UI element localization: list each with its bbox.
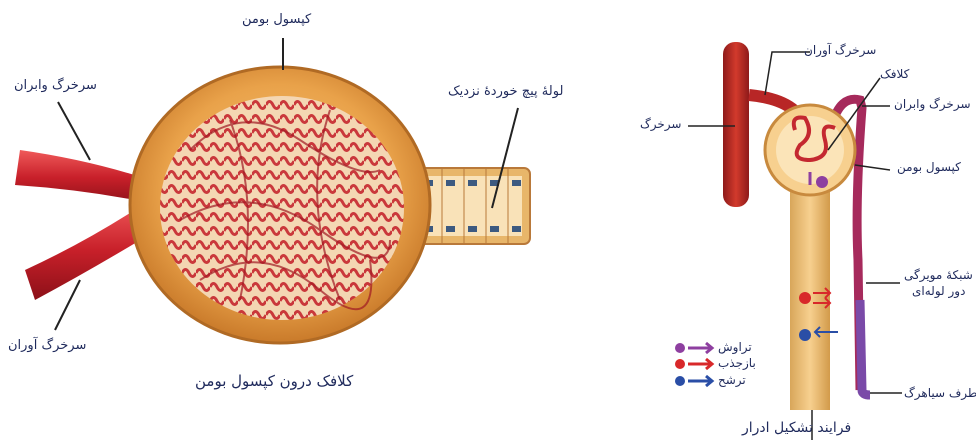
- label-proximal-tubule: لولهٔ پیچ خوردهٔ نزدیک: [448, 84, 563, 99]
- label-bowman-capsule-left: کپسول بومن: [242, 12, 311, 27]
- artery-shape: [723, 42, 749, 207]
- secretion-dot: [799, 329, 811, 341]
- caption-left: کلافک درون کپسول بومن: [195, 372, 353, 390]
- label-artery: سرخرگ: [640, 117, 681, 131]
- label-afferent-right: سرخرگ آوران: [804, 43, 876, 57]
- legend-label-reabsorption: بازجذب: [718, 356, 756, 370]
- label-capillary-network-1: شبکهٔ مویرگی: [904, 268, 973, 282]
- label-afferent-left: سرخرگ آوران: [8, 338, 86, 353]
- peritubular-vein: [860, 300, 870, 395]
- legend-markers: [675, 343, 712, 386]
- legend-label-secretion: ترشح: [718, 373, 746, 387]
- filtration-dot: [816, 176, 828, 188]
- label-glomerulus: کلافک: [880, 67, 909, 81]
- right-figure: [675, 42, 902, 440]
- label-bowman-capsule-right: کپسول بومن: [897, 160, 961, 174]
- reabsorption-dot: [799, 292, 811, 304]
- label-efferent-right: سرخرگ وابران: [894, 97, 971, 111]
- legend-label-filtration: تراوش: [718, 340, 752, 354]
- caption-right: فرایند تشکیل ادرار: [742, 420, 851, 436]
- label-capillary-network-2: دور لوله‌ای: [912, 284, 965, 298]
- label-efferent-left: سرخرگ وابران: [14, 78, 97, 93]
- label-to-vein: به طرف سیاهرگ: [904, 386, 976, 400]
